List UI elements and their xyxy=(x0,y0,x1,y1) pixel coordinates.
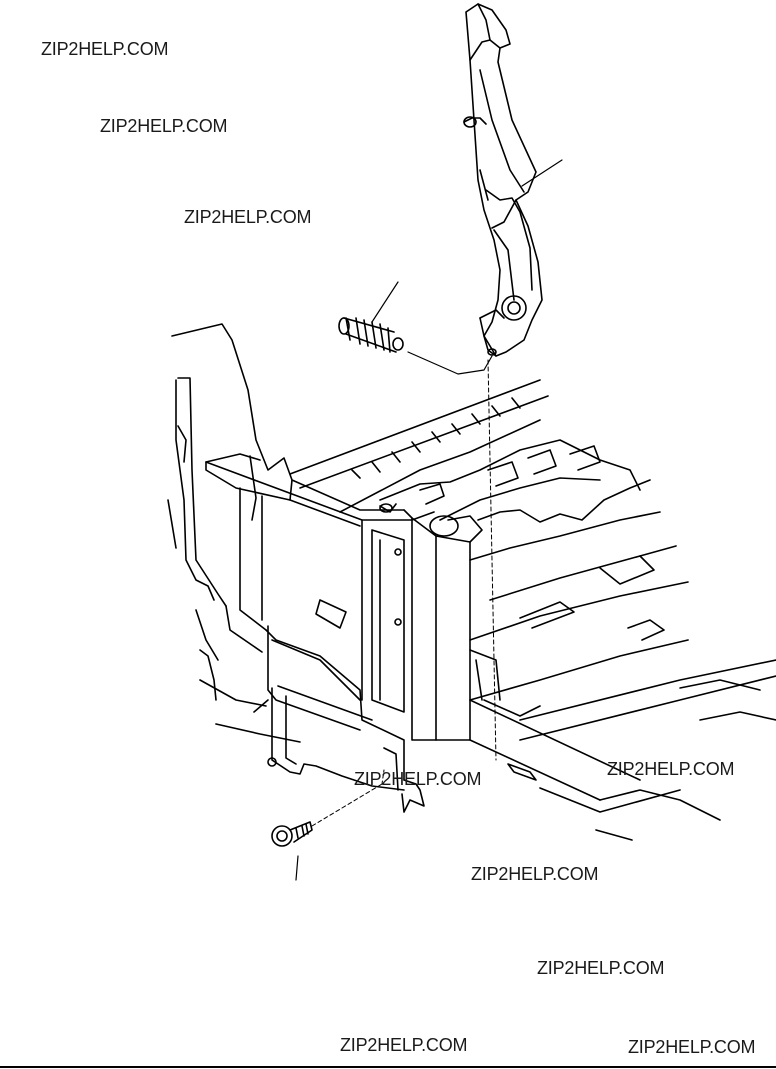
watermark-text: ZIP2HELP.COM xyxy=(340,1035,468,1055)
paper-path-rollers xyxy=(289,379,776,841)
watermark-text: ZIP2HELP.COM xyxy=(184,207,312,227)
side-frame xyxy=(167,323,483,813)
watermark-text: ZIP2HELP.COM xyxy=(354,769,482,789)
watermark-text: ZIP2HELP.COM xyxy=(537,958,665,978)
page-bottom-rule xyxy=(0,1066,776,1068)
lever-part xyxy=(463,3,543,357)
watermark-text: ZIP2HELP.COM xyxy=(628,1037,756,1057)
screw-part xyxy=(271,821,313,847)
watermark-text: ZIP2HELP.COM xyxy=(41,39,169,59)
watermark-text: ZIP2HELP.COM xyxy=(100,116,228,136)
spring-part xyxy=(338,317,404,353)
watermark-text: ZIP2HELP.COM xyxy=(607,759,735,779)
watermark-text: ZIP2HELP.COM xyxy=(471,864,599,884)
